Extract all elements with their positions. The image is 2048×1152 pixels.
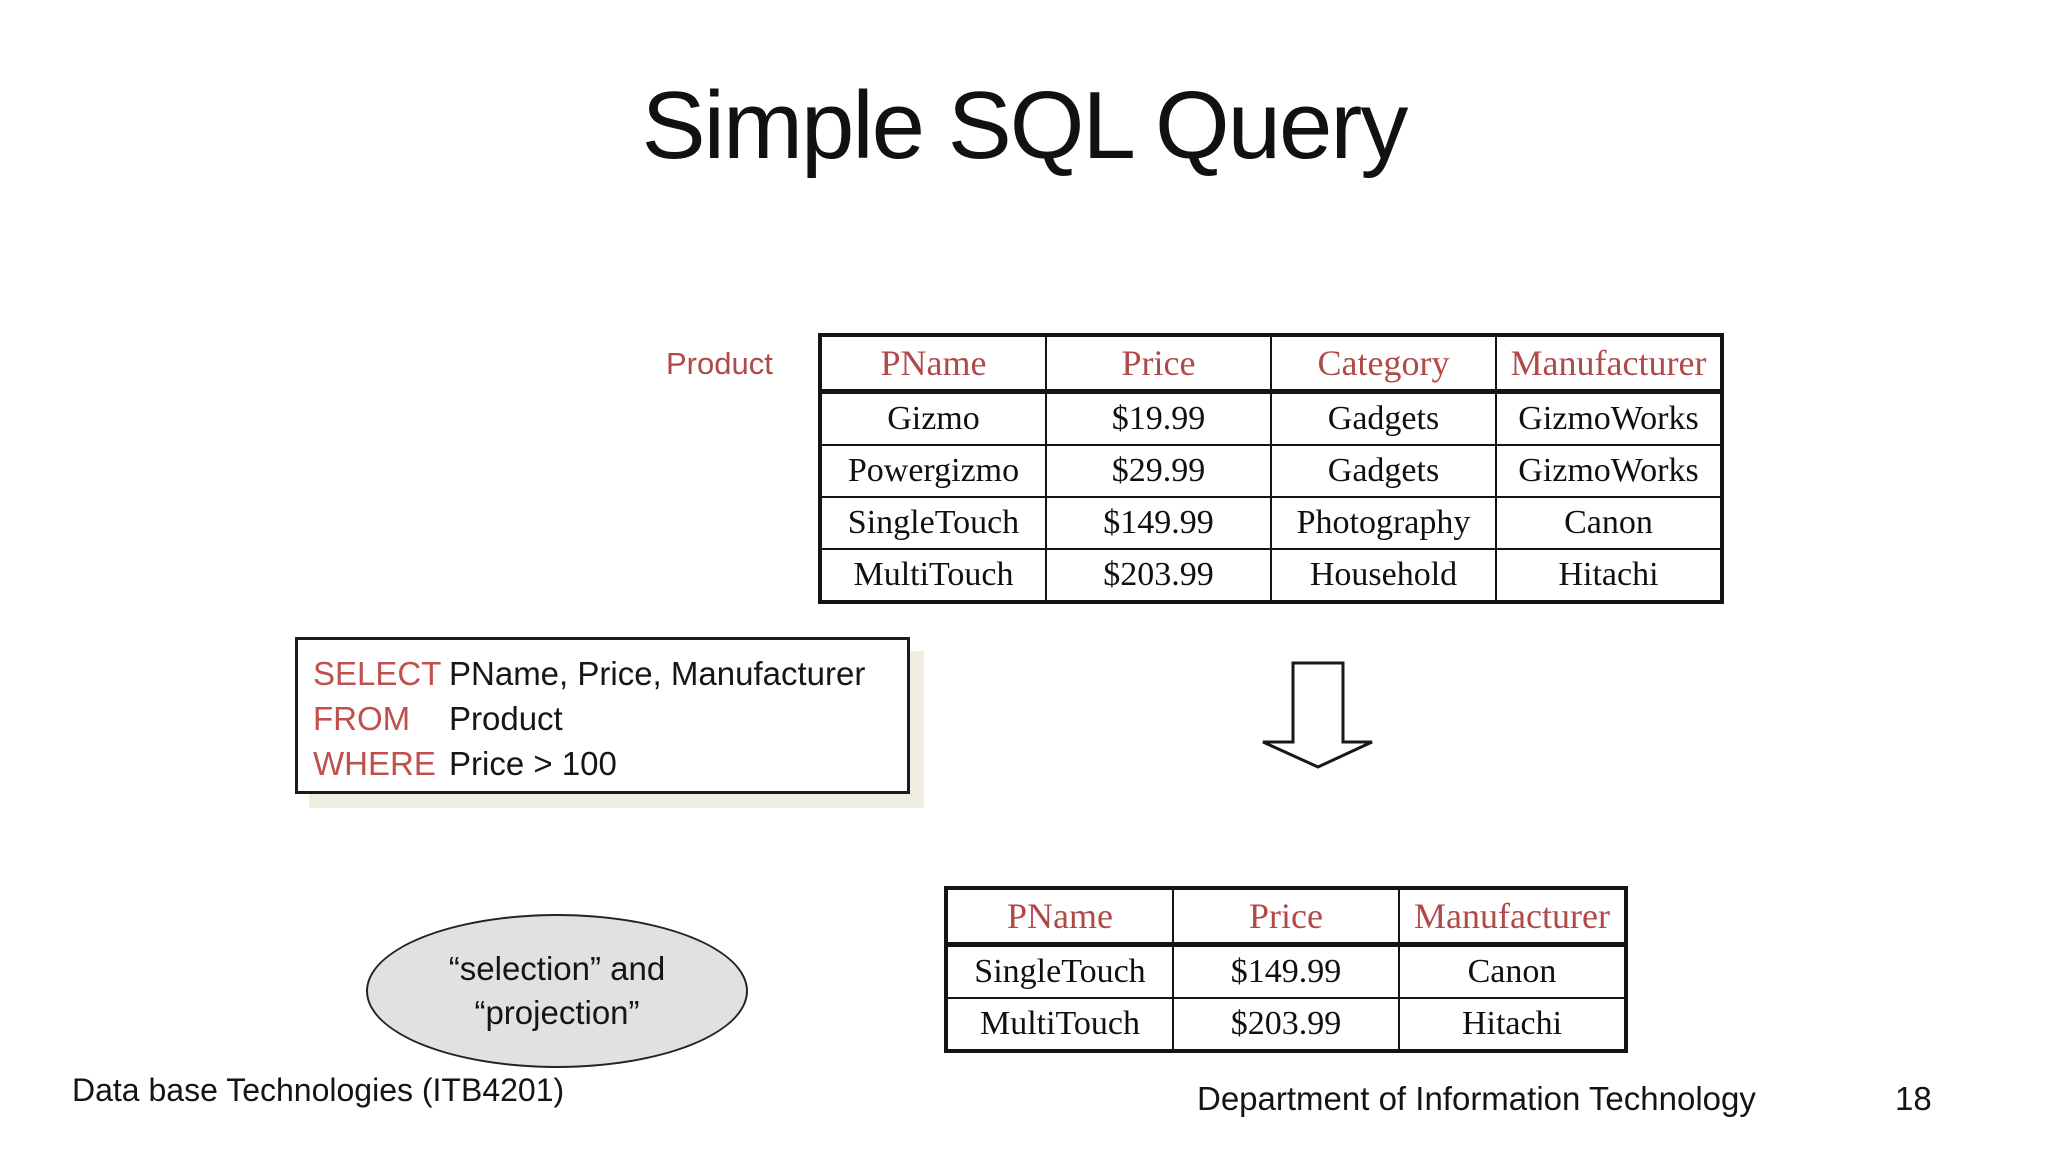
down-arrow-icon xyxy=(1262,661,1373,769)
table-cell: GizmoWorks xyxy=(1495,390,1723,446)
footer-department-name: Department of Information Technology xyxy=(1197,1080,1756,1117)
table-cell: Hitachi xyxy=(1398,997,1627,1052)
table-cell: Gizmo xyxy=(819,390,1047,446)
page-title: Simple SQL Query xyxy=(641,72,1409,179)
table-cell: Household xyxy=(1270,548,1497,603)
table-cell: $29.99 xyxy=(1045,444,1272,498)
table-cell: $203.99 xyxy=(1172,997,1400,1052)
selection-projection-callout: “selection” and “projection” xyxy=(366,914,748,1068)
table-cell: Canon xyxy=(1495,496,1723,550)
product-table-label: Product xyxy=(666,346,773,381)
sql-from-table: Product xyxy=(449,700,563,737)
table-cell: $149.99 xyxy=(1045,496,1272,550)
sql-from-line: FROM Product xyxy=(313,696,907,741)
table-cell: Powergizmo xyxy=(819,444,1047,498)
sql-where-line: WHERE Price > 100 xyxy=(313,741,907,786)
table-cell: GizmoWorks xyxy=(1495,444,1723,498)
column-header: Manufacturer xyxy=(1398,887,1627,947)
table-cell: Gadgets xyxy=(1270,444,1497,498)
table-cell: MultiTouch xyxy=(819,548,1047,603)
table-cell: Hitachi xyxy=(1495,548,1723,603)
footer-course-name: Data base Technologies (ITB4201) xyxy=(72,1072,565,1108)
sql-keyword-from: FROM xyxy=(313,700,411,737)
column-header: Price xyxy=(1045,334,1272,394)
table-cell: $149.99 xyxy=(1172,943,1400,999)
callout-line-2: “projection” xyxy=(474,994,640,1031)
callout-line-1: “selection” and xyxy=(448,950,666,987)
table-cell: Photography xyxy=(1270,496,1497,550)
column-header: PName xyxy=(945,887,1174,947)
column-header: Manufacturer xyxy=(1495,334,1723,394)
column-header: Category xyxy=(1270,334,1497,394)
table-cell: MultiTouch xyxy=(945,997,1174,1052)
table-cell: Canon xyxy=(1398,943,1627,999)
table-cell: SingleTouch xyxy=(945,943,1174,999)
table-cell: $19.99 xyxy=(1045,390,1272,446)
column-header: PName xyxy=(819,334,1047,394)
sql-select-columns: PName, Price, Manufacturer xyxy=(449,655,866,692)
column-header: Price xyxy=(1172,887,1400,947)
sql-keyword-select: SELECT xyxy=(313,655,442,692)
sql-keyword-where: WHERE xyxy=(313,745,436,782)
table-cell: $203.99 xyxy=(1045,548,1272,603)
table-cell: Gadgets xyxy=(1270,390,1497,446)
table-cell: SingleTouch xyxy=(819,496,1047,550)
page-number: 18 xyxy=(1895,1080,1932,1117)
sql-where-condition: Price > 100 xyxy=(449,745,617,782)
